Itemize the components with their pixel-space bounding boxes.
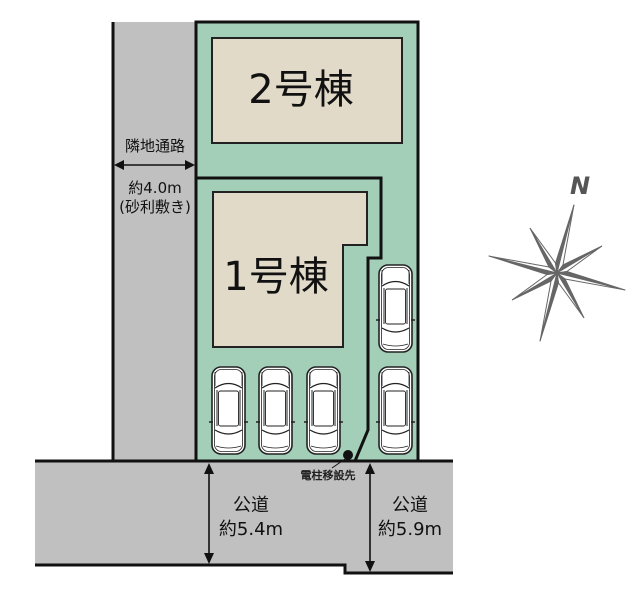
parking-car-5 [376,264,415,353]
public-road [35,459,453,575]
compass-rose-icon: N [488,172,626,342]
side-path-dimension: 隣地通路 約4.0m (砂利敷き) [114,137,195,216]
north-label: N [570,172,590,200]
building-2: 2号棟 [211,37,403,144]
building-2-label: 2号棟 [248,67,353,113]
side-path-surface: (砂利敷き) [119,198,191,216]
utility-pole-label: 電柱移設先 [301,468,356,482]
road-left-width: 約5.4m [219,519,283,540]
parking-car-2 [256,366,295,455]
building-1: 1号棟 [212,191,368,348]
parking-car-1 [209,366,248,455]
road-right-title: 公道 [392,495,428,516]
double-arrow-icon [114,160,195,170]
utility-pole-marker: 電柱移設先 [301,450,356,482]
side-path-title: 隣地通路 [125,137,185,155]
side-path [111,22,196,461]
side-path-width: 約4.0m [128,179,181,197]
parking-car-4 [376,366,415,455]
vertical-double-arrow-icon [365,463,375,572]
lot-divider-line [196,176,383,462]
road-left-title: 公道 [233,495,269,516]
road-dimension-right: 公道 約5.9m [365,463,442,572]
parking-car-3 [304,366,343,455]
building-1-label: 1号棟 [223,254,328,300]
road-dimension-left: 公道 約5.4m [204,463,283,564]
vertical-double-arrow-icon [204,463,214,564]
road-right-width: 約5.9m [378,519,442,540]
